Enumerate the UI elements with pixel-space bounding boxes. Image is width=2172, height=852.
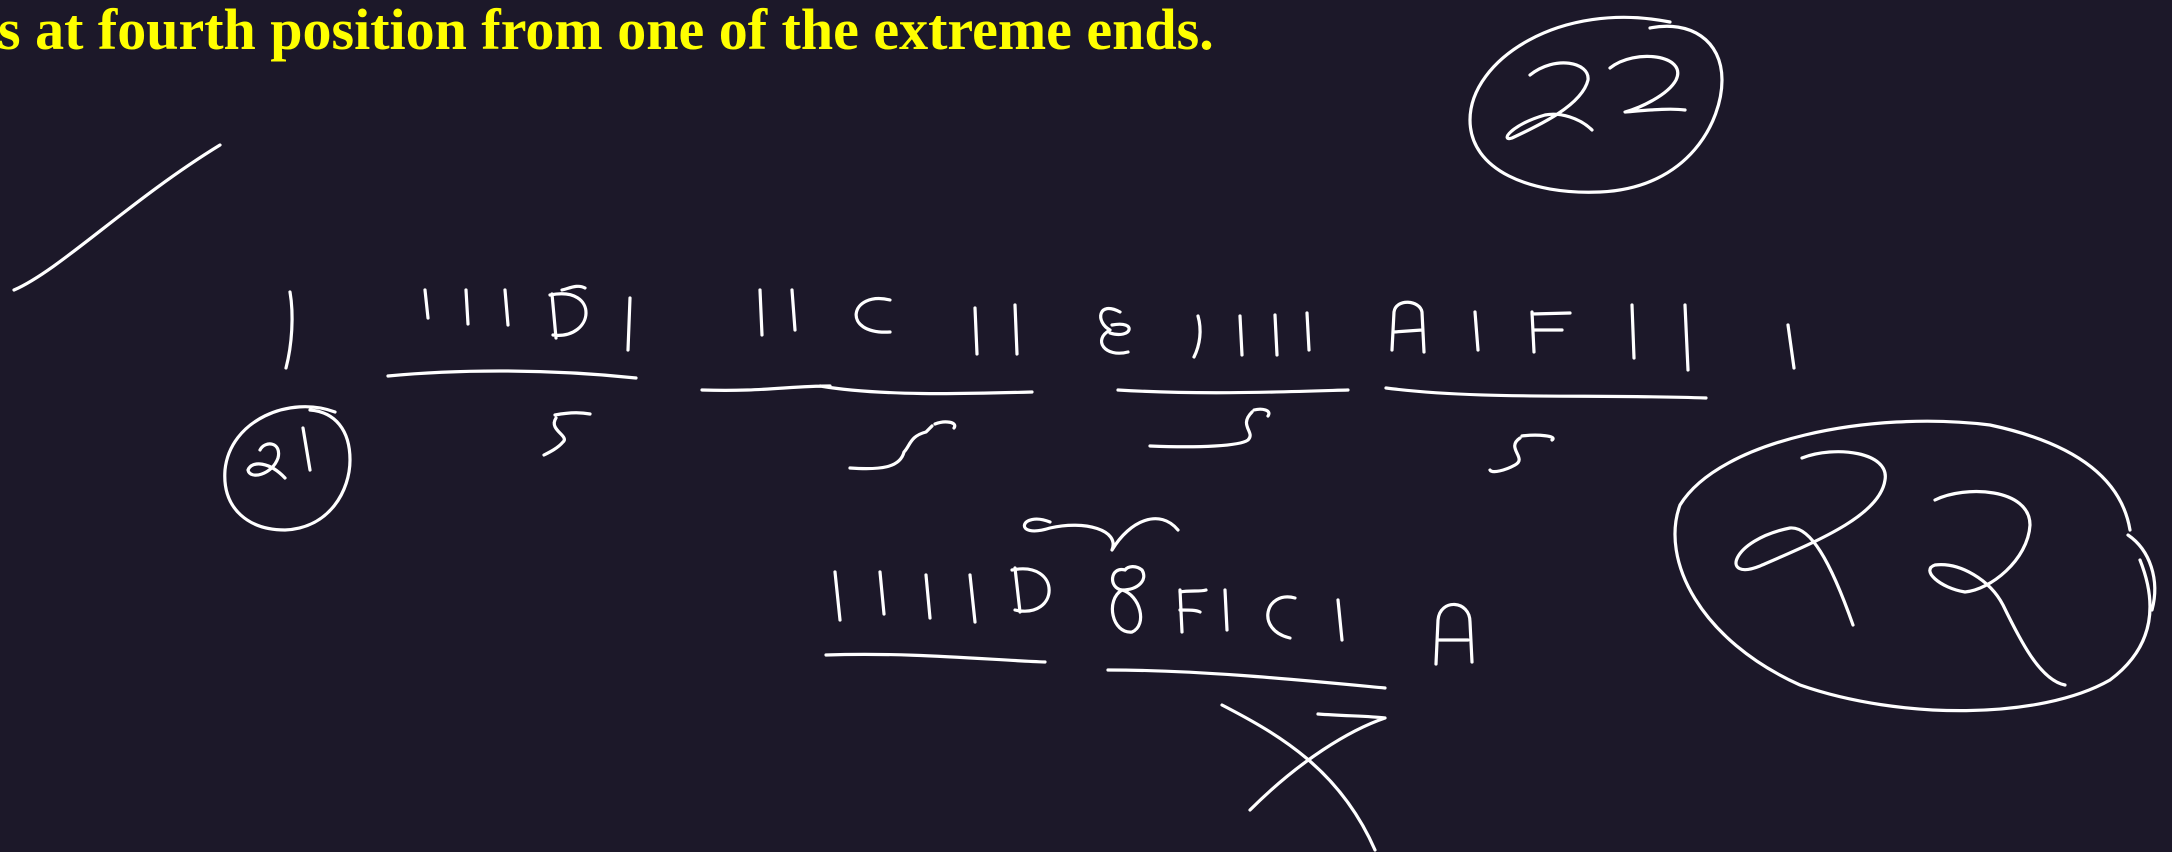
diagonal-stroke [12, 143, 222, 292]
slide-header-text: s at fourth position from one of the ext… [0, 0, 1214, 62]
underlines-row-one [386, 369, 1708, 400]
letters-row-two [1010, 565, 1474, 666]
underlines-row-two [824, 652, 1387, 690]
swap-arrow [1022, 517, 1180, 552]
circled-22-top [1468, 15, 1724, 194]
circled-22-right [1673, 419, 2157, 713]
tally-row-two [833, 570, 1344, 642]
letters-row-one [548, 284, 1572, 355]
crossed-count [1220, 703, 1387, 852]
circled-21 [223, 405, 352, 532]
tally-row-one [284, 288, 1796, 372]
group-counts-row-one [542, 407, 1555, 474]
